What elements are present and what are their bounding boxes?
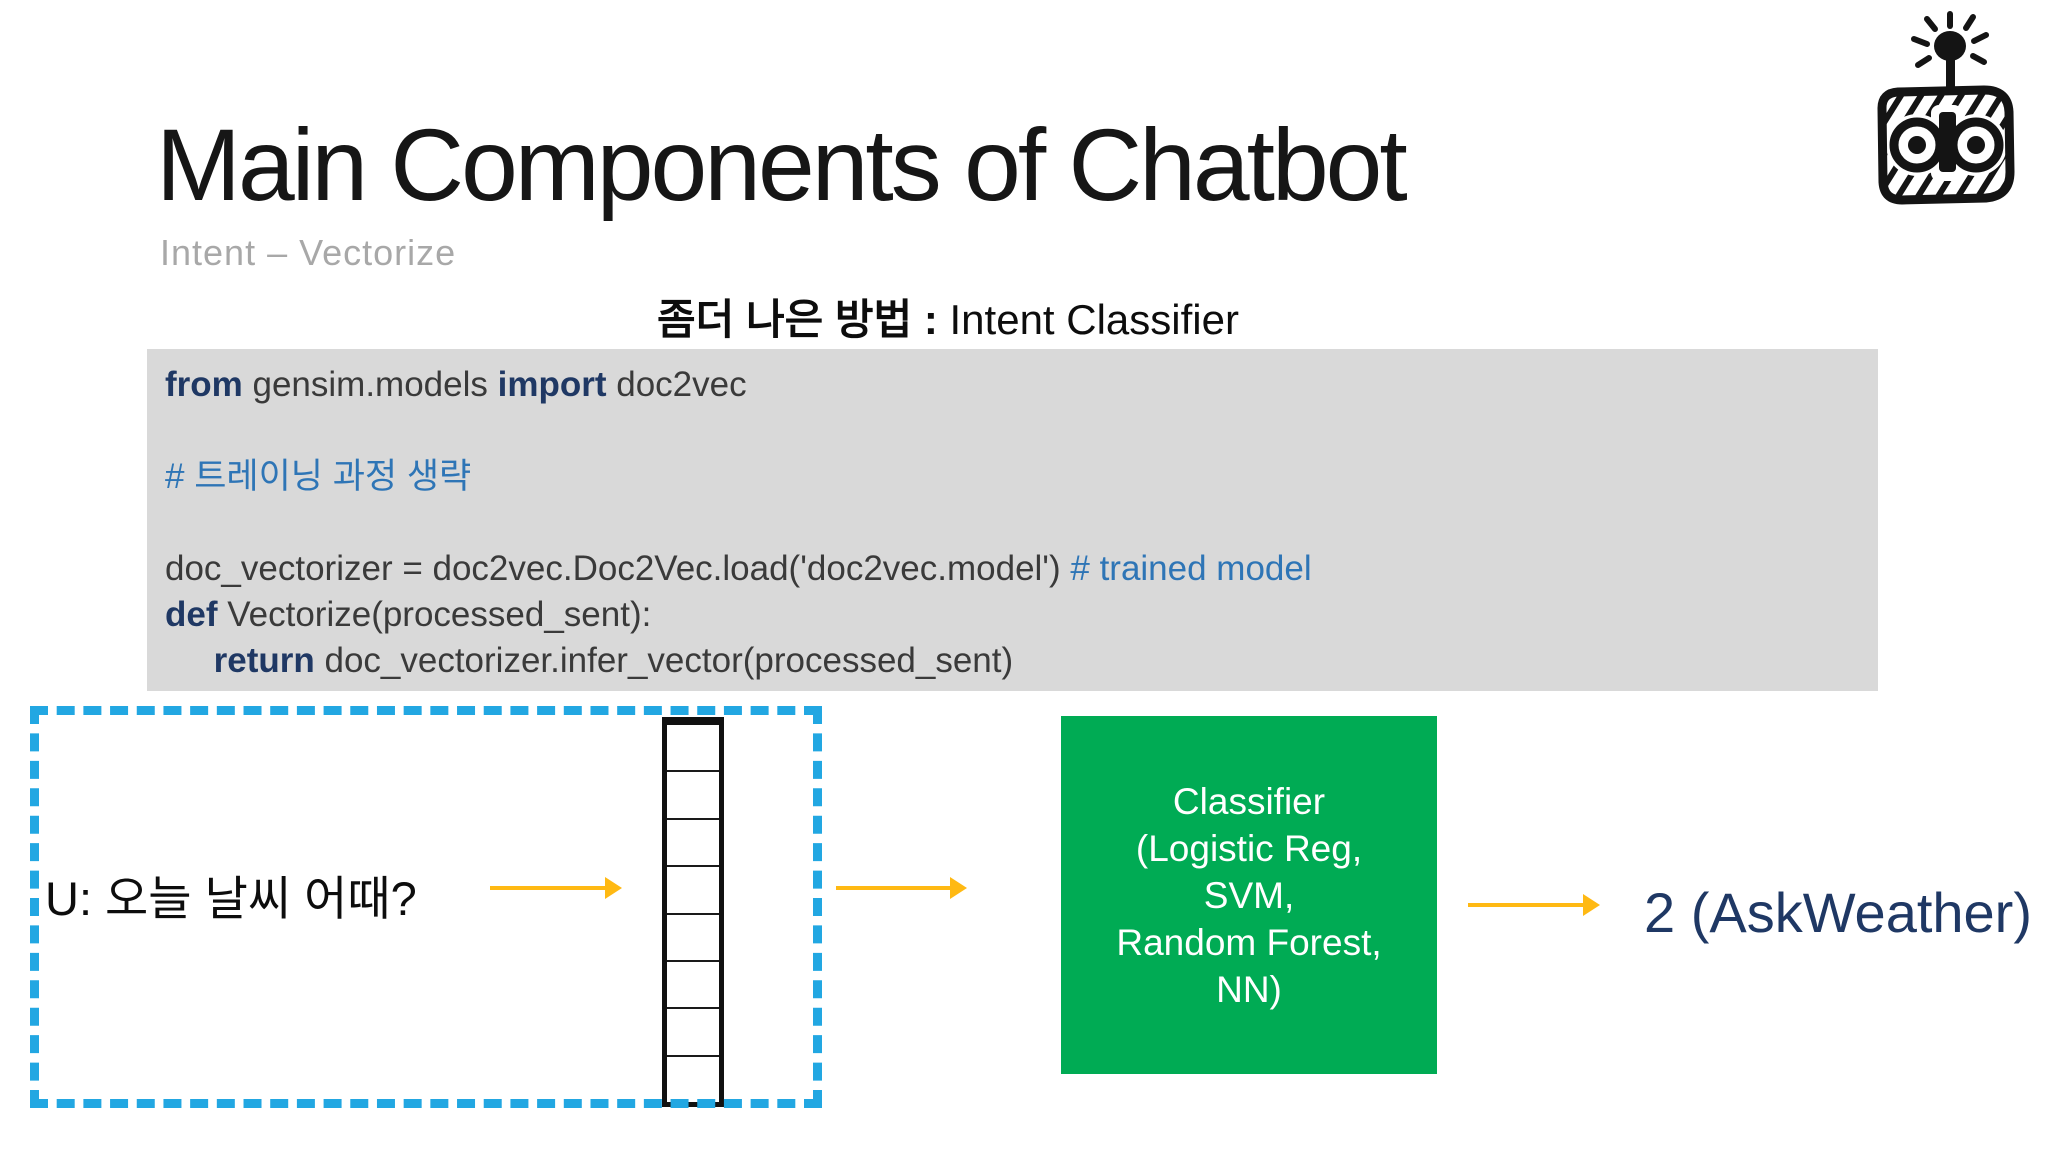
- code-segment-plain: Vectorize(processed_sent):: [217, 595, 652, 634]
- robot-eyes: [1889, 117, 2004, 173]
- robot-nose: [1939, 112, 1956, 172]
- code-segment-keyword: from: [165, 365, 243, 404]
- code-segment-plain: doc2vec: [606, 365, 747, 404]
- vector-column: [662, 717, 724, 1107]
- flow-arrow-classifier-to-output: [1468, 894, 1600, 916]
- page-title: Main Components of Chatbot: [156, 108, 1408, 222]
- section-heading: 좀더 나은 방법 : Intent Classifier: [657, 286, 1239, 347]
- code-segment-comment: # trained model: [1070, 549, 1312, 588]
- flow-arrow-utterance-to-vector: [490, 877, 622, 899]
- code-line: [165, 408, 1878, 454]
- vector-cell: [667, 772, 719, 820]
- vector-cell: [667, 1009, 719, 1057]
- output-label: 2 (AskWeather): [1644, 881, 2032, 944]
- antenna-rays: [1911, 11, 1989, 68]
- code-line: from gensim.models import doc2vec: [165, 362, 1878, 408]
- code-block: from gensim.models import doc2vec # 트레이닝 …: [147, 349, 1878, 691]
- classifier-line: Random Forest,: [1116, 921, 1382, 963]
- code-line: return doc_vectorizer.infer_vector(proce…: [165, 638, 1878, 684]
- classifier-line: Classifier: [1172, 780, 1326, 822]
- code-segment-plain: [165, 641, 214, 680]
- classifier-line: NN): [1216, 968, 1282, 1010]
- section-heading-english: Intent Classifier: [949, 296, 1239, 343]
- code-line: # 트레이닝 과정 생략: [165, 454, 1878, 500]
- vector-cell: [667, 820, 719, 868]
- code-line: def Vectorize(processed_sent):: [165, 592, 1878, 638]
- code-segment-keyword: return: [213, 641, 315, 680]
- vector-cell: [667, 915, 719, 962]
- code-segment-plain: gensim.models: [242, 365, 498, 404]
- classifier-line: (Logistic Reg,: [1135, 827, 1363, 869]
- code-segment-plain: doc_vectorizer.infer_vector(processed_se…: [314, 641, 1014, 680]
- code-segment-comment: # 트레이닝 과정 생략: [165, 457, 472, 496]
- vector-cell: [667, 867, 719, 915]
- robot-doodle-icon: [1877, 11, 2015, 205]
- code-segment-keyword: def: [165, 595, 218, 634]
- code-line: doc_vectorizer = doc2vec.Doc2Vec.load('d…: [165, 546, 1878, 592]
- vector-cell: [667, 725, 719, 773]
- user-utterance: U: 오늘 날씨 어때?: [45, 872, 417, 925]
- classifier-line: SVM,: [1203, 874, 1295, 916]
- slide-subtitle: Intent – Vectorize: [160, 232, 457, 273]
- section-heading-korean: 좀더 나은 방법 :: [657, 296, 950, 343]
- flow-arrow-vector-to-classifier: [836, 877, 967, 899]
- code-line: [165, 500, 1878, 546]
- vector-cell: [667, 962, 719, 1010]
- classifier-box: Classifier (Logistic Reg, SVM, Random Fores…: [1061, 716, 1437, 1074]
- vector-cell: [667, 1057, 719, 1102]
- code-segment-plain: doc_vectorizer = doc2vec.Doc2Vec.load('d…: [165, 549, 1071, 588]
- code-segment-keyword: import: [497, 365, 607, 404]
